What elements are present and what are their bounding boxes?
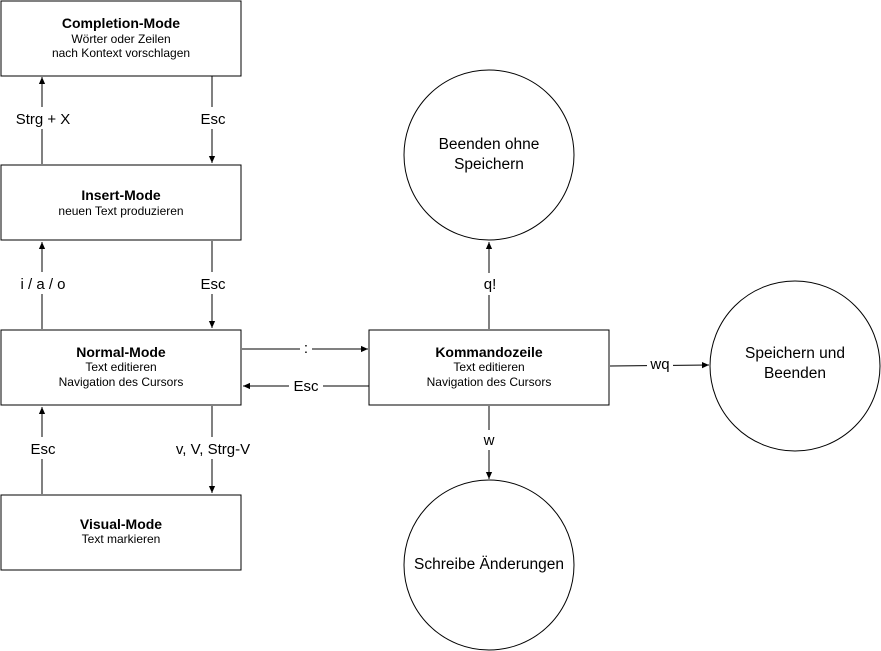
edges xyxy=(38,76,710,494)
label-i-a-o: i / a / o xyxy=(20,276,65,293)
insert-mode-title: Insert-Mode xyxy=(81,187,161,203)
kommandozeile-line1: Text editieren xyxy=(453,360,524,374)
kommandozeile-title: Kommandozeile xyxy=(435,344,543,360)
label-v-V-strg-v: v, V, Strg-V xyxy=(176,441,250,458)
completion-mode-line2: nach Kontext vorschlagen xyxy=(52,46,190,60)
label-w: w xyxy=(483,432,495,449)
label-wq: wq xyxy=(649,356,669,373)
normal-mode-line1: Text editieren xyxy=(85,360,156,374)
speichern-und-beenden-line1: Speichern und xyxy=(745,345,845,362)
visual-mode-title: Visual-Mode xyxy=(80,516,162,532)
normal-mode-line2: Navigation des Cursors xyxy=(59,375,184,389)
node-insert-mode: Insert-Mode neuen Text produzieren xyxy=(0,164,242,241)
node-schreibe-aenderungen: Schreibe Änderungen xyxy=(403,479,575,651)
label-strg-x: Strg + X xyxy=(16,111,71,128)
label-insert-esc: Esc xyxy=(200,276,226,293)
label-colon: : xyxy=(304,340,308,357)
node-speichern-und-beenden: Speichern und Beenden xyxy=(709,280,881,452)
insert-mode-line1: neuen Text produzieren xyxy=(58,204,183,218)
node-kommandozeile: Kommandozeile Text editieren Navigation … xyxy=(368,329,610,406)
node-completion-mode: Completion-Mode Wörter oder Zeilen nach … xyxy=(0,0,242,77)
schreibe-aenderungen-line1: Schreibe Änderungen xyxy=(414,556,564,573)
edge-labels: Strg + X Esc i / a / o Esc Esc v, V, Str… xyxy=(10,107,673,459)
beenden-ohne-speichern-line2: Speichern xyxy=(454,156,524,173)
node-normal-mode: Normal-Mode Text editieren Navigation de… xyxy=(0,329,242,406)
completion-mode-title: Completion-Mode xyxy=(62,15,180,31)
visual-mode-line1: Text markieren xyxy=(82,532,161,546)
speichern-und-beenden-line2: Beenden xyxy=(764,365,826,382)
label-completion-esc: Esc xyxy=(200,111,226,128)
label-q-bang: q! xyxy=(484,276,497,293)
label-command-esc: Esc xyxy=(293,378,319,395)
kommandozeile-line2: Navigation des Cursors xyxy=(427,375,552,389)
beenden-ohne-speichern-line1: Beenden ohne xyxy=(439,136,540,153)
completion-mode-line1: Wörter oder Zeilen xyxy=(71,32,170,46)
label-visual-esc: Esc xyxy=(30,441,56,458)
node-visual-mode: Visual-Mode Text markieren xyxy=(0,494,242,571)
normal-mode-title: Normal-Mode xyxy=(76,344,166,360)
node-beenden-ohne-speichern: Beenden ohne Speichern xyxy=(403,69,575,241)
